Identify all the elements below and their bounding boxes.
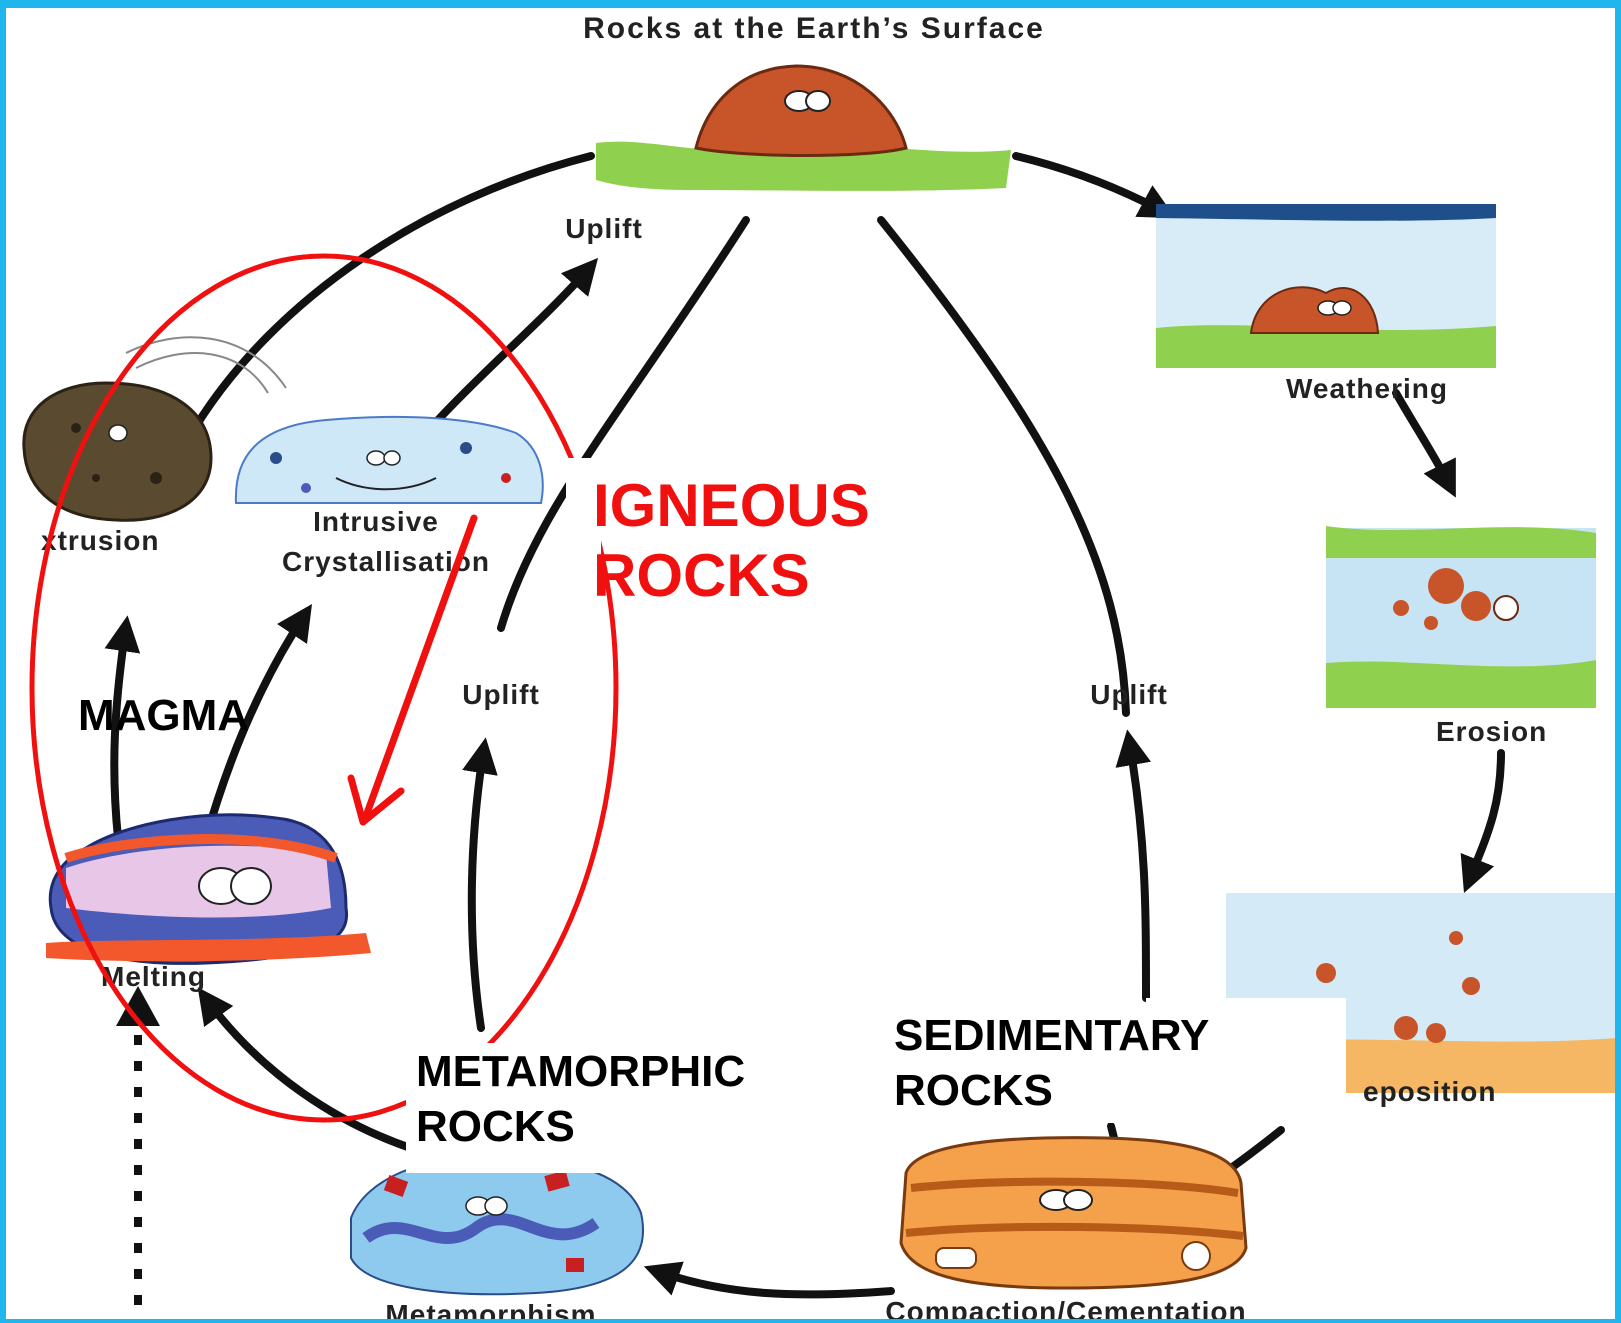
label-melting: Melting <box>101 961 206 992</box>
label-sedimentary-line1: SEDIMENTARY <box>894 1011 1209 1060</box>
arrow-erosion-to-deposition <box>1460 749 1505 894</box>
label-compaction: Compaction/Cementation <box>885 1296 1246 1323</box>
cycle-arrows <box>104 152 1505 1299</box>
red-arrowhead <box>347 774 405 826</box>
diagram-title: Rocks at the Earth’s Surface <box>583 12 1045 45</box>
label-metamorphic-line2: ROCKS <box>416 1102 575 1151</box>
arc-surface-to-right-uplift <box>877 216 1130 717</box>
intrusive-illustration <box>234 415 544 504</box>
arrow-compaction-to-metamorphism <box>643 1261 895 1299</box>
arrow-right-uplift <box>1115 729 1152 1002</box>
label-uplift-left: Uplift <box>462 679 540 710</box>
label-weathering: Weathering <box>1286 373 1448 404</box>
label-deposition: eposition <box>1363 1076 1496 1107</box>
label-igneous-line2: ROCKS <box>593 542 810 609</box>
label-uplift-top: Uplift <box>565 213 643 244</box>
arrow-weathering-to-erosion <box>1392 389 1456 498</box>
sedimentary-label-mask <box>891 1003 1241 1123</box>
erosion-illustration <box>1326 526 1596 708</box>
melting-illustration <box>46 813 371 965</box>
label-metamorphism: Metamorphism <box>385 1299 596 1323</box>
extrusion-label-mask <box>6 516 36 556</box>
label-igneous-line1: IGNEOUS <box>593 472 870 539</box>
label-intrusive-line1: Intrusive <box>313 506 439 537</box>
label-magma: MAGMA <box>78 691 249 740</box>
igneous-highlight-ellipse <box>29 253 619 1123</box>
surface-rock-illustration <box>596 64 1011 191</box>
label-metamorphic-line1: METAMORPHIC <box>416 1047 745 1096</box>
arrow-surface-to-weathering <box>1012 152 1176 219</box>
weathering-illustration <box>1156 204 1496 368</box>
rock-cycle-diagram: Rocks at the Earth’s Surface We <box>6 12 1615 1323</box>
compaction-illustration <box>899 1136 1248 1290</box>
arrow-to-top-uplift <box>434 257 599 424</box>
red-arrow-intrusive-to-melting <box>362 514 478 820</box>
arc-surface-to-left-uplift <box>497 216 750 632</box>
igneous-label-mask <box>571 463 911 623</box>
arrow-left-uplift <box>462 737 498 1032</box>
arrow-melting-to-extrusion <box>104 615 141 842</box>
label-sedimentary-line2: ROCKS <box>894 1066 1053 1115</box>
arrow-metamorphism-to-melting <box>197 987 440 1160</box>
label-uplift-right: Uplift <box>1090 679 1168 710</box>
metamorphism-illustration <box>350 1154 645 1296</box>
metamorphic-label-mask <box>406 1043 786 1173</box>
dotted-heat-arrowhead <box>116 986 160 1026</box>
arrow-melting-to-intrusive <box>202 604 312 842</box>
label-extrusion: xtrusion <box>41 525 159 556</box>
tick-compaction <box>1107 1122 1118 1142</box>
label-erosion: Erosion <box>1436 716 1547 747</box>
ellipse-gap-mask <box>566 458 601 628</box>
